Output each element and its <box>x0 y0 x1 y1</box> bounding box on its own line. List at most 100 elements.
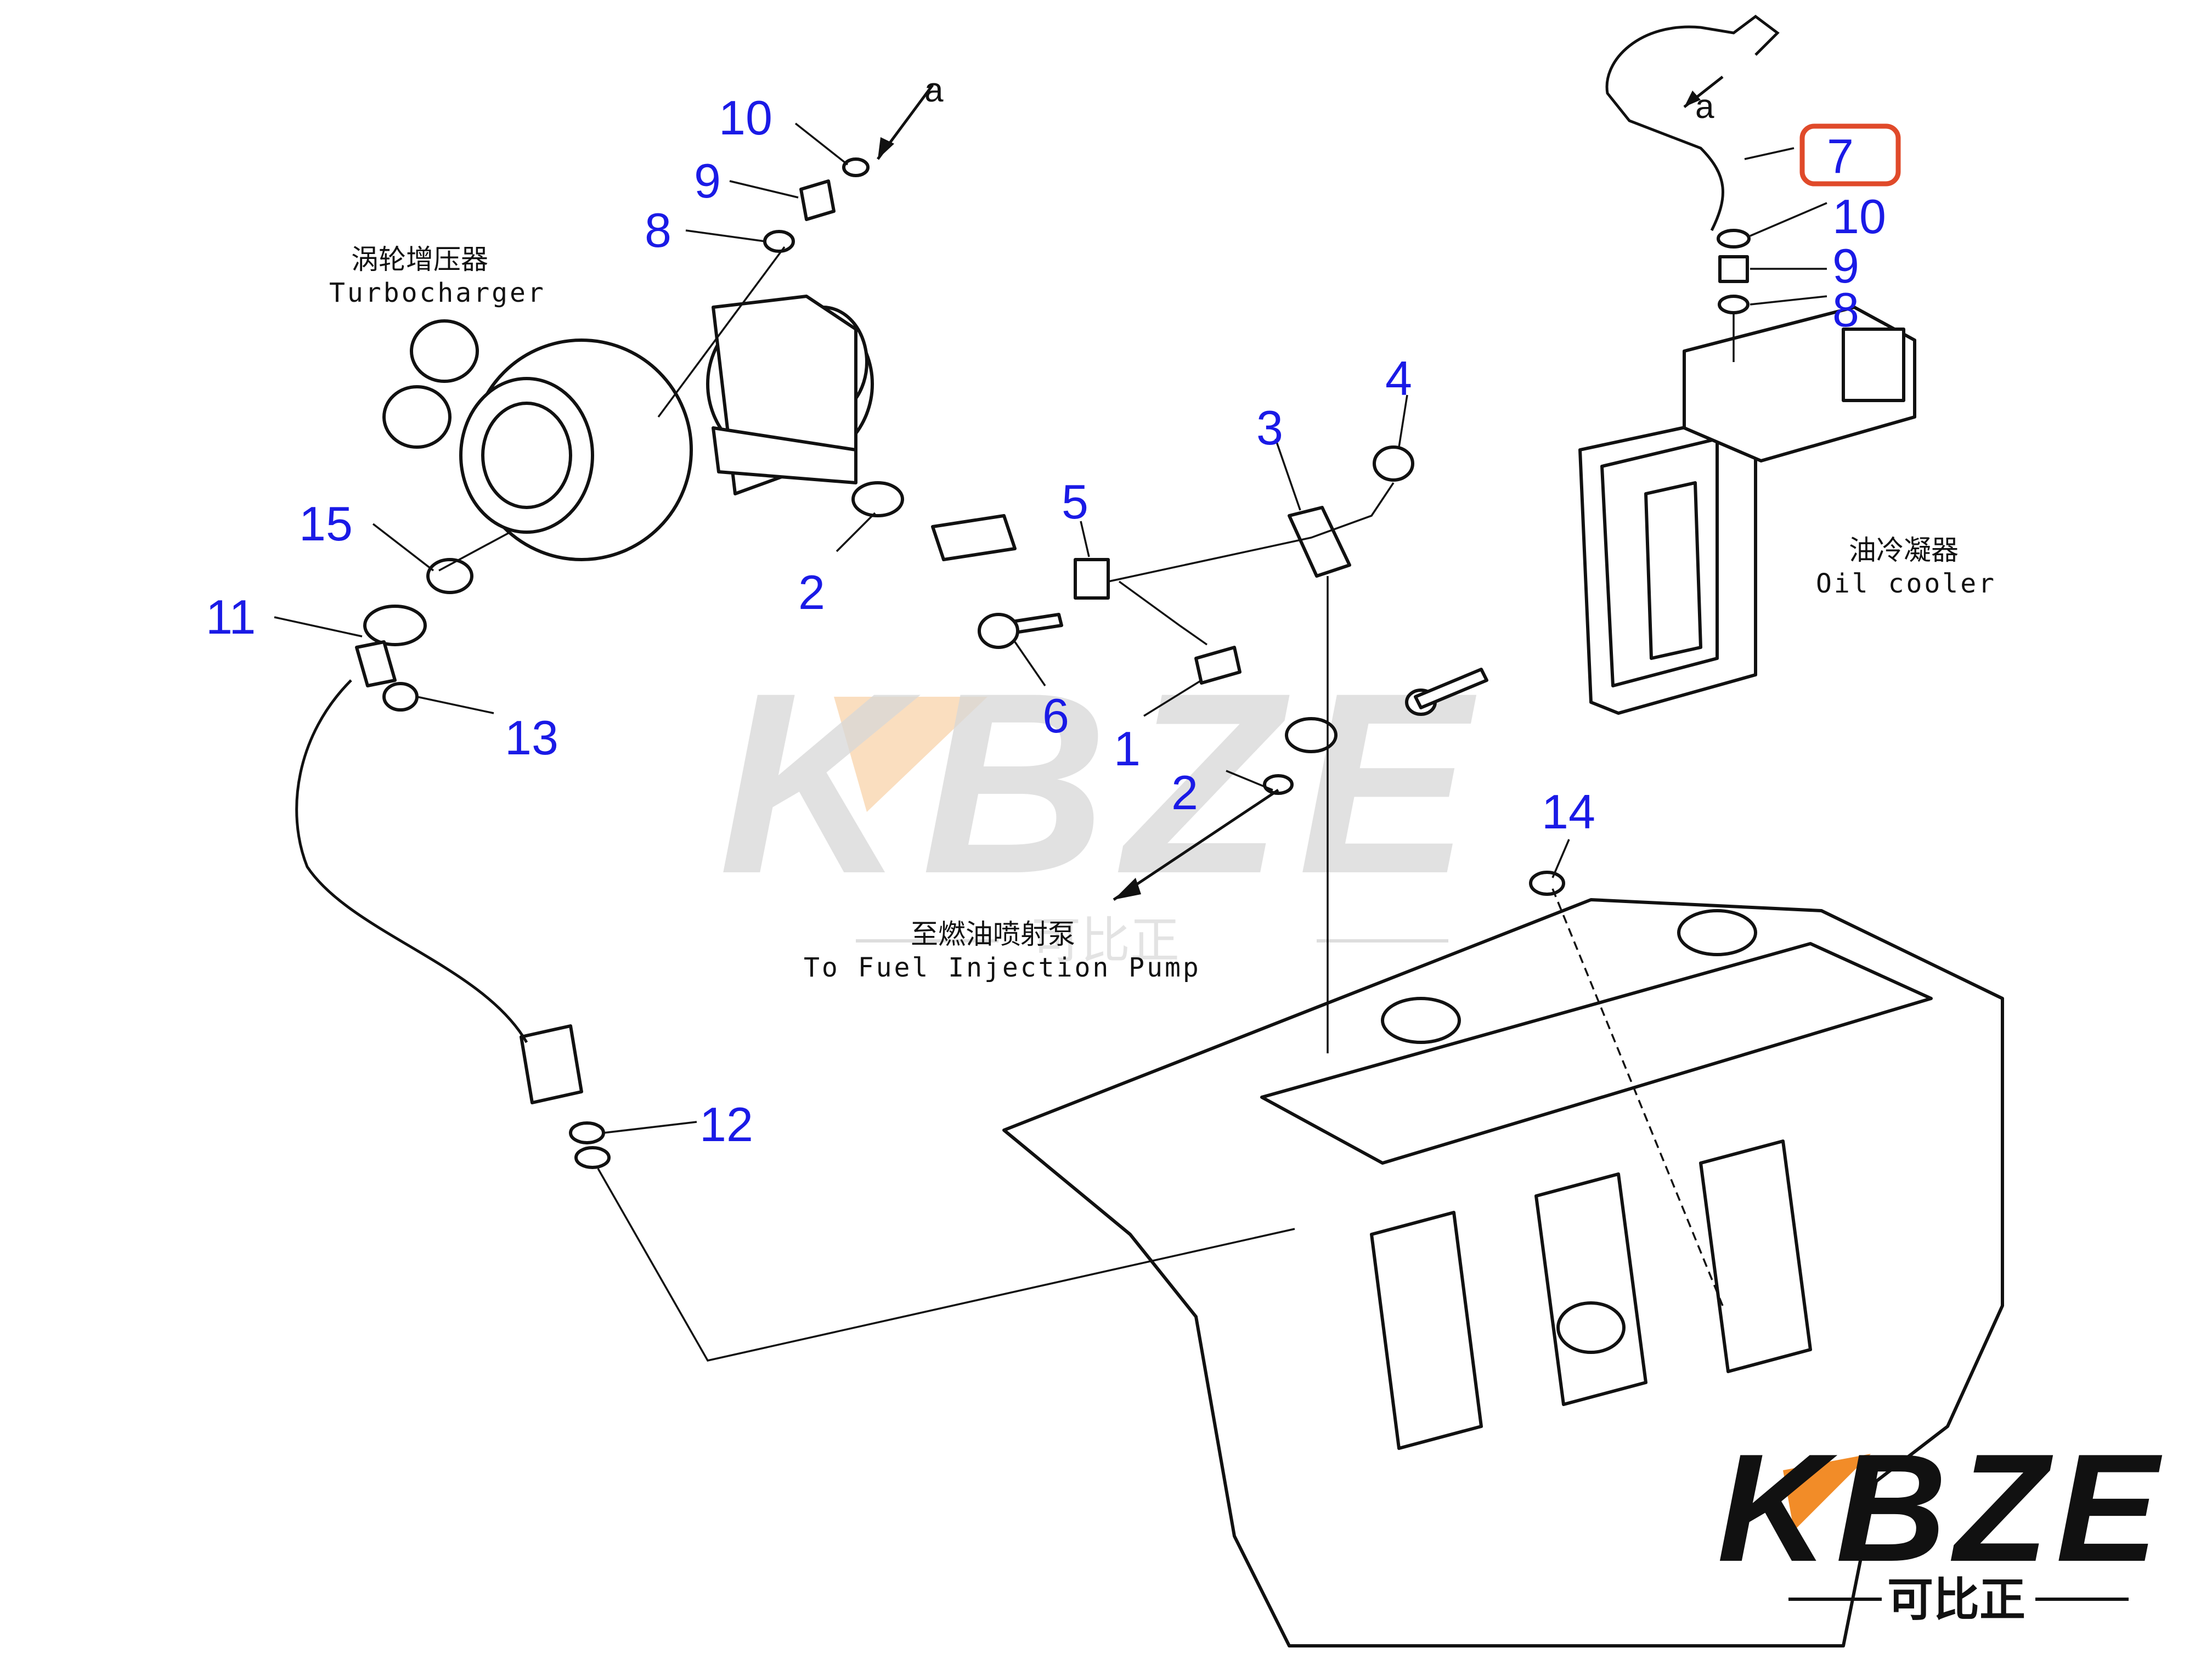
brand-logo: KBZE 可比正 <box>1717 1423 2166 1627</box>
callout-3: 3 <box>1256 400 1283 455</box>
part-14-seal <box>1529 871 1565 896</box>
callout-7-highlighted[interactable]: 7 <box>1827 129 1854 183</box>
turbo-flange-ring <box>382 385 452 449</box>
fuel-pump-arrow-head <box>1114 878 1141 900</box>
part-bolt-right-shank <box>1414 668 1488 709</box>
part-2-clamp-upper <box>851 481 904 517</box>
engine-block-deck <box>1260 942 1933 1165</box>
part-1-hose-upper <box>931 514 1017 561</box>
logo-text: KBZE <box>1717 1423 2166 1594</box>
callout-10-right: 10 <box>1832 189 1886 244</box>
watermark-text: KBZE <box>719 639 1486 927</box>
leader-3 <box>1274 438 1301 511</box>
engine-block-web-3 <box>1699 1139 1812 1373</box>
leader-10-right <box>1750 202 1827 237</box>
hose-line-upper <box>1118 580 1208 646</box>
turbo-mounting-foot <box>712 426 857 484</box>
part-9-nut-left <box>799 179 836 221</box>
part-11-flange <box>363 605 427 646</box>
engine-block-drawing <box>1002 898 2004 1647</box>
callout-13: 13 <box>505 710 558 765</box>
arrow-letter-a-right: a <box>1695 88 1714 126</box>
turbocharger-label-cn: 涡轮增压器 <box>351 244 488 275</box>
highlight-box-part-7 <box>1799 123 1901 187</box>
leader-8-right <box>1750 295 1827 306</box>
engine-block-port-1 <box>1677 909 1757 956</box>
leader-13 <box>416 696 494 714</box>
seal-14-dashed-line <box>1551 888 1724 1306</box>
part-13-bolt <box>382 682 419 712</box>
watermark: KBZE 可比正 <box>719 639 1486 969</box>
turbo-outlet-pipe-end <box>410 319 479 383</box>
leader-2-lower <box>1226 770 1273 791</box>
logo-accent-shape <box>1783 1454 1871 1531</box>
part-6-bolt-head <box>978 613 1019 649</box>
part-3-bracket <box>1288 506 1351 578</box>
oil-pipe-7 <box>1605 14 1780 232</box>
callout-5: 5 <box>1062 475 1088 529</box>
leader-6 <box>1014 641 1046 686</box>
callout-6: 6 <box>1042 689 1069 743</box>
leader-1-lower <box>1143 679 1202 717</box>
callout-12: 12 <box>699 1097 753 1152</box>
part-12-clip-upper <box>569 1121 605 1144</box>
drain-pipe-lower <box>597 1168 1295 1362</box>
part-9-nut-right <box>1718 255 1749 283</box>
turbocharger-label-en: Turbocharger <box>329 278 546 308</box>
part-1-hose-lower <box>1194 646 1242 685</box>
part-10-seal-right <box>1717 229 1751 249</box>
arrow-a-left-head <box>878 137 894 159</box>
engine-block-port-2 <box>1381 997 1461 1044</box>
fuel-pump-label-cn: 至燃油喷射泵 <box>911 918 1075 950</box>
turbocharger-drawing <box>382 295 874 561</box>
leader-4 <box>1398 394 1408 448</box>
leader-5 <box>1080 521 1090 557</box>
callout-8-right: 8 <box>1832 283 1859 337</box>
oil-cooler-label-en: Oil cooler <box>1816 568 1996 599</box>
leader-2-upper <box>836 512 876 552</box>
drain-pipe-upper <box>295 679 528 1043</box>
engine-block-web-2 <box>1534 1172 1647 1406</box>
arrow-a-right-head <box>1684 91 1701 107</box>
callout-4: 4 <box>1385 351 1412 405</box>
callout-9-left: 9 <box>694 154 721 208</box>
callout-10-left: 10 <box>719 91 772 145</box>
leader-9-left <box>729 180 799 199</box>
callout-8-left: 8 <box>645 203 672 257</box>
fuel-pump-arrow <box>1113 788 1279 901</box>
watermark-sub-text: 可比正 <box>1031 912 1180 969</box>
callout-2-lower: 2 <box>1171 765 1198 820</box>
oil-cooler-channel <box>1644 481 1702 660</box>
callout-numbers: 10 9 8 7 10 9 8 4 3 5 2 15 11 13 6 1 2 1… <box>206 91 1901 1152</box>
part-4-nut <box>1373 445 1414 482</box>
leader-14 <box>1551 839 1570 878</box>
engine-block-body <box>1002 898 2004 1647</box>
callout-14: 14 <box>1542 785 1595 839</box>
leader-15 <box>372 523 435 572</box>
part-5-clip <box>1074 558 1110 600</box>
leader-12 <box>603 1121 697 1134</box>
bracket-line <box>1108 482 1395 583</box>
callout-15: 15 <box>299 496 353 551</box>
part-8-oring-left <box>763 230 795 253</box>
part-10-seal-left <box>842 157 870 177</box>
callout-2-upper: 2 <box>798 565 825 619</box>
part-hose-bellows <box>520 1024 583 1104</box>
gasket-15-leader <box>438 531 511 572</box>
part-2-clamp-lower <box>1285 717 1338 753</box>
small-parts <box>355 157 1751 1169</box>
leader-8-left <box>685 229 766 242</box>
leader-7 <box>1744 147 1795 160</box>
part-12-clip-lower <box>574 1146 611 1169</box>
logo-sub-text: 可比正 <box>1887 1573 2025 1627</box>
callout-11: 11 <box>206 590 256 644</box>
arrow-letter-a-left: a <box>924 71 944 109</box>
oil-cooler-drawing <box>1578 306 1916 715</box>
oil-cooler-label-cn: 油冷凝器 <box>1849 534 1959 566</box>
pipes-and-leaders <box>274 14 1827 1362</box>
oil-cooler-filter-mount <box>1842 328 1905 402</box>
callout-1: 1 <box>1114 721 1141 776</box>
leader-11 <box>274 616 363 637</box>
